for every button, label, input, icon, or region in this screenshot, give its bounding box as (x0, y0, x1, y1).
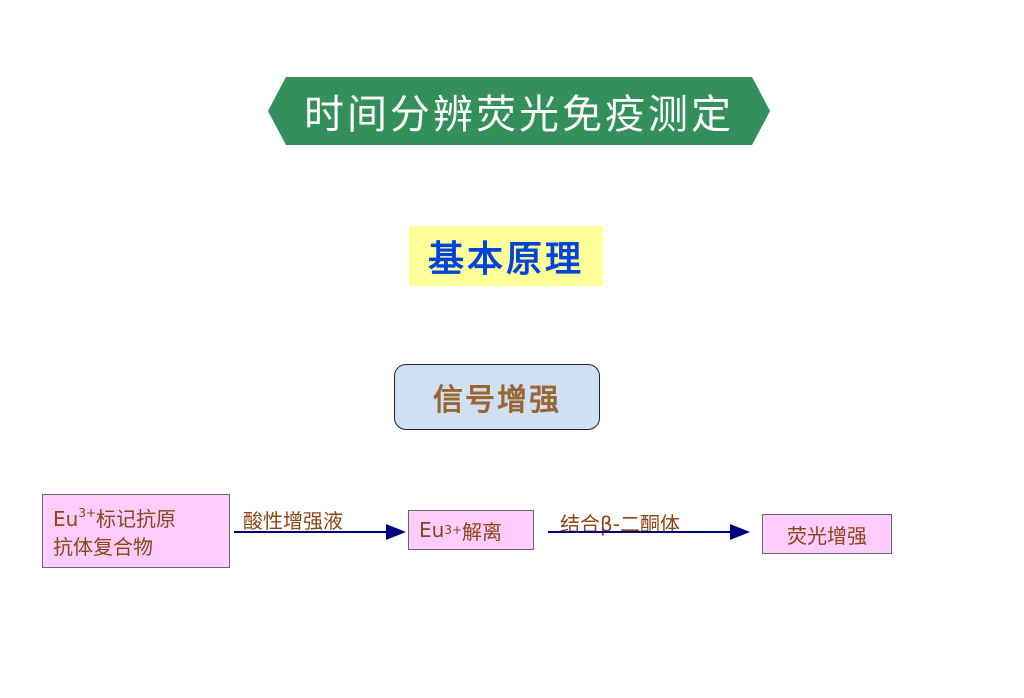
arrow-label-acid-enhancer: 酸性增强液 (243, 509, 343, 533)
title-banner: 时间分辨荧光免疫测定 (268, 77, 770, 145)
flow-box-complex-line1: Eu3+标记抗原 (53, 506, 177, 531)
flow-box-complex-line2: 抗体复合物 (53, 535, 153, 559)
flow-box-fluorescence: 荧光增强 (762, 514, 892, 554)
page-title: 时间分辨荧光免疫测定 (304, 92, 734, 138)
flow-box-complex: Eu3+标记抗原 抗体复合物 (42, 494, 230, 568)
principle-heading: 基本原理 (409, 226, 603, 286)
signal-enhancement-box: 信号增强 (394, 364, 600, 430)
